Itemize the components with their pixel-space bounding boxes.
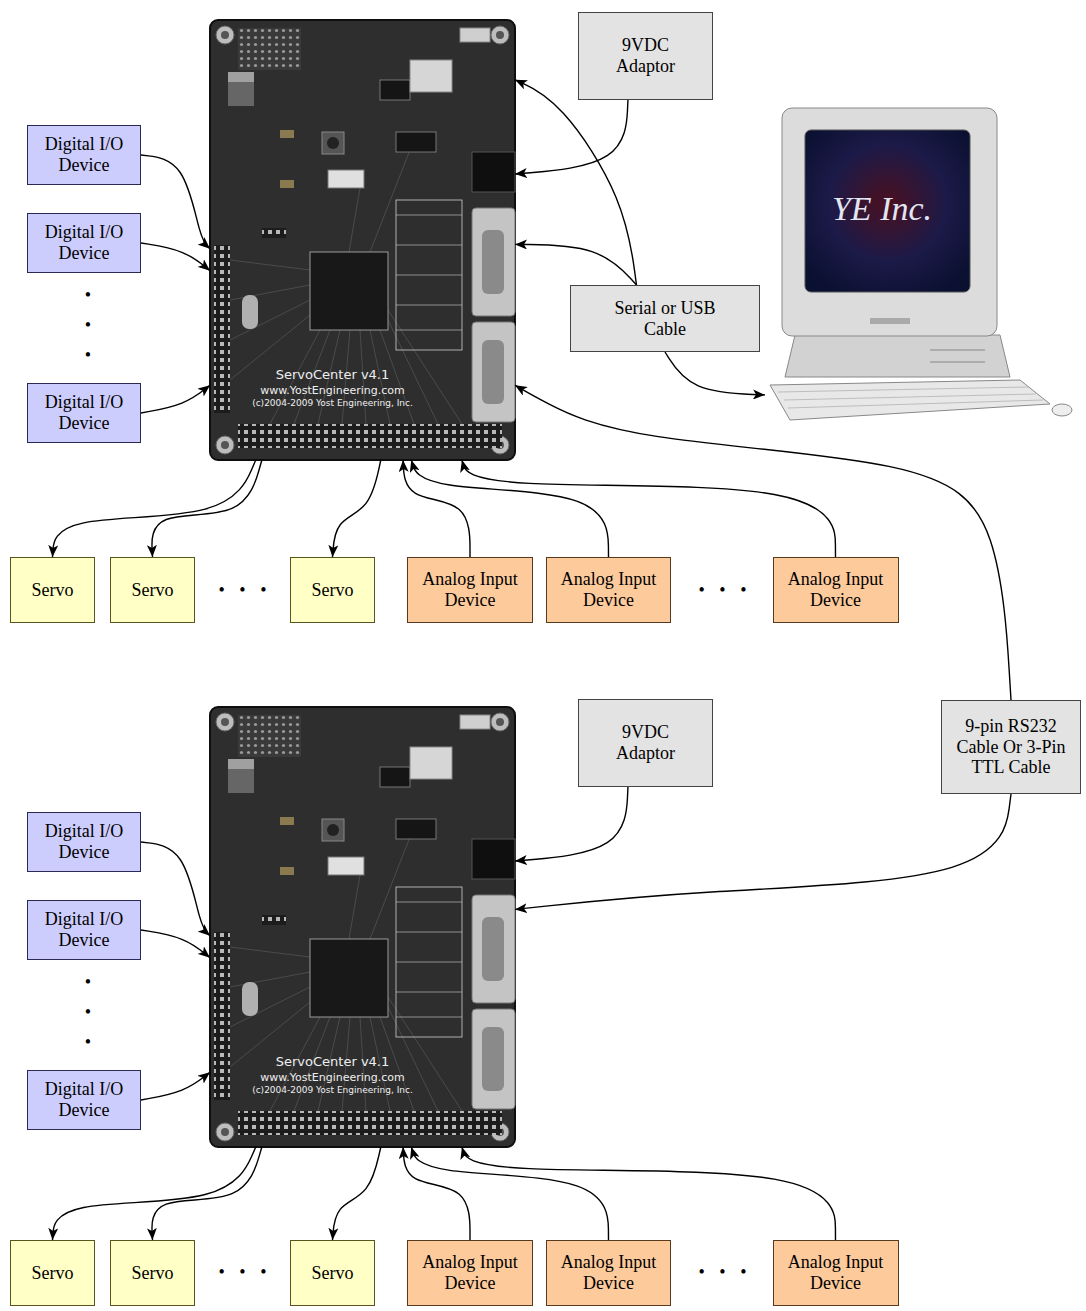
box-label: Analog Input Device (415, 1252, 525, 1293)
cable-arrow (403, 1147, 470, 1240)
box-label: 9-pin RS232 Cable Or 3-Pin TTL Cable (948, 716, 1074, 778)
analog-input-box: Analog Input Device (546, 557, 671, 623)
servo-box: Servo (290, 557, 375, 623)
board-silkscreen: www.YostEngineering.com (260, 1071, 405, 1085)
controller-board: ServoCenter v4.1www.YostEngineering.com(… (210, 20, 515, 460)
digital-io-box: Digital I/O Device (27, 125, 141, 185)
cable-arrow (515, 794, 1011, 909)
box-label: Servo (132, 1263, 174, 1284)
box-label: Digital I/O Device (34, 1079, 134, 1120)
cable-arrow (141, 930, 210, 958)
cable-arrow (141, 842, 210, 936)
cable-arrow (141, 155, 210, 249)
servo-box: Servo (290, 1240, 375, 1306)
box-label: Digital I/O Device (34, 909, 134, 950)
board-silkscreen: www.YostEngineering.com (260, 384, 405, 398)
board-silkscreen: ServoCenter v4.1 (276, 1054, 390, 1071)
cable-arrow (515, 787, 628, 861)
board-silkscreen: (c)2004-2009 Yost Engineering, Inc. (252, 398, 413, 410)
ellipsis-dots: • • • (82, 967, 94, 1057)
servo-box: Servo (10, 1240, 95, 1306)
box-label: Digital I/O Device (34, 222, 134, 263)
digital-io-box: Digital I/O Device (27, 383, 141, 443)
supply-box: 9-pin RS232 Cable Or 3-Pin TTL Cable (941, 700, 1081, 794)
servo-box: Servo (10, 557, 95, 623)
cable-arrow (462, 1147, 836, 1240)
analog-input-box: Analog Input Device (773, 1240, 899, 1306)
cable-arrow (141, 243, 210, 271)
box-label: Analog Input Device (781, 569, 891, 610)
digital-io-box: Digital I/O Device (27, 1070, 141, 1130)
ellipsis-dots: • • • (205, 580, 280, 601)
cable-arrow (403, 460, 470, 557)
box-label: Servo (32, 1263, 74, 1284)
box-label: Analog Input Device (554, 569, 664, 610)
servo-box: Servo (110, 557, 195, 623)
cable-arrow (333, 460, 381, 557)
supply-box: Serial or USB Cable (570, 285, 760, 352)
cable-arrow (152, 460, 262, 557)
screen-logo: YE Inc. (817, 190, 947, 227)
ellipsis-dots: • • • (685, 1262, 760, 1283)
cable-arrow (411, 1147, 608, 1240)
cable-arrow (665, 352, 765, 395)
cable-arrow (515, 244, 637, 285)
servo-box: Servo (110, 1240, 195, 1306)
cable-arrow (152, 1147, 262, 1240)
board-silkscreen: (c)2004-2009 Yost Engineering, Inc. (252, 1085, 413, 1097)
box-label: Servo (312, 580, 354, 601)
box-label: Digital I/O Device (34, 392, 134, 433)
digital-io-box: Digital I/O Device (27, 900, 141, 960)
analog-input-box: Analog Input Device (407, 1240, 533, 1306)
box-label: Digital I/O Device (34, 821, 134, 862)
box-label: 9VDC Adaptor (606, 722, 686, 763)
cable-arrow (141, 385, 210, 413)
board-silkscreen: ServoCenter v4.1 (276, 367, 390, 384)
supply-box: 9VDC Adaptor (578, 699, 713, 787)
board-photo (210, 20, 515, 460)
computer: YE Inc. (765, 105, 1080, 425)
controller-board: ServoCenter v4.1www.YostEngineering.com(… (210, 707, 515, 1147)
cable-arrow (515, 385, 1011, 700)
digital-io-box: Digital I/O Device (27, 812, 141, 872)
box-label: Servo (32, 580, 74, 601)
box-label: Serial or USB Cable (603, 298, 728, 339)
cable-arrow (333, 1147, 381, 1240)
ellipsis-dots: • • • (82, 280, 94, 370)
cable-arrow (141, 1072, 210, 1100)
box-label: Digital I/O Device (34, 134, 134, 175)
digital-io-box: Digital I/O Device (27, 213, 141, 273)
ellipsis-dots: • • • (685, 580, 760, 601)
cable-arrow (53, 460, 256, 557)
cable-arrow (411, 460, 608, 557)
cable-arrow (53, 1147, 256, 1240)
analog-input-box: Analog Input Device (407, 557, 533, 623)
box-label: Analog Input Device (781, 1252, 891, 1293)
box-label: Servo (312, 1263, 354, 1284)
board-photo (210, 707, 515, 1147)
analog-input-box: Analog Input Device (773, 557, 899, 623)
box-label: 9VDC Adaptor (606, 35, 686, 76)
cable-arrow (462, 460, 836, 557)
analog-input-box: Analog Input Device (546, 1240, 671, 1306)
supply-box: 9VDC Adaptor (578, 12, 713, 100)
ellipsis-dots: • • • (205, 1262, 280, 1283)
computer-picture (770, 108, 1072, 420)
cable-arrow (515, 100, 628, 174)
cable-arrow (515, 80, 637, 285)
box-label: Analog Input Device (554, 1252, 664, 1293)
box-label: Analog Input Device (415, 569, 525, 610)
box-label: Servo (132, 580, 174, 601)
